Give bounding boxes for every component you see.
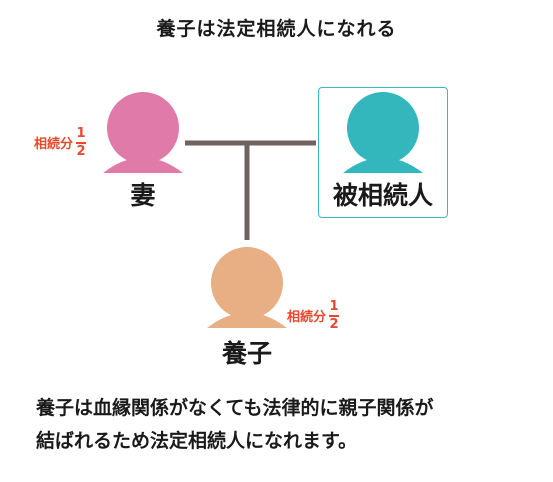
adopted-child-share-label: 相続分 xyxy=(287,310,327,326)
decedent-person-icon xyxy=(343,92,423,173)
wife-share-fraction: 1 2 xyxy=(76,126,87,159)
adopted-child-share-numerator: 1 xyxy=(329,299,339,314)
explanation-line-2: 結ばれるため法定相続人になれます。 xyxy=(36,430,358,452)
wife-share-denominator: 2 xyxy=(76,143,86,159)
wife-person-icon xyxy=(103,92,183,173)
adopted-child-label: 養子 xyxy=(221,339,272,368)
fraction-bar xyxy=(76,142,87,144)
wife-share-numerator: 1 xyxy=(76,126,86,141)
adopted-child-share-fraction: 1 2 xyxy=(329,299,340,332)
wife-share-label: 相続分 xyxy=(34,137,74,153)
adopted-child-person-icon xyxy=(207,247,287,328)
explanation-line-1: 養子は血縁関係がなくても法律的に親子関係が xyxy=(36,397,434,419)
adopted-child-share: 相続分 1 2 xyxy=(287,299,340,332)
adopted-child-share-denominator: 2 xyxy=(329,316,339,332)
diagram-title: 養子は法定相続人になれる xyxy=(156,18,397,40)
decedent-label: 被相続人 xyxy=(332,181,433,210)
wife-label: 妻 xyxy=(130,181,156,210)
wife-share: 相続分 1 2 xyxy=(34,126,87,159)
decedent-highlight-frame xyxy=(318,87,448,218)
explanation-text: 養子は血縁関係がなくても法律的に親子関係が 結ばれるため法定相続人になれます。 xyxy=(36,392,546,458)
fraction-bar xyxy=(329,315,340,317)
